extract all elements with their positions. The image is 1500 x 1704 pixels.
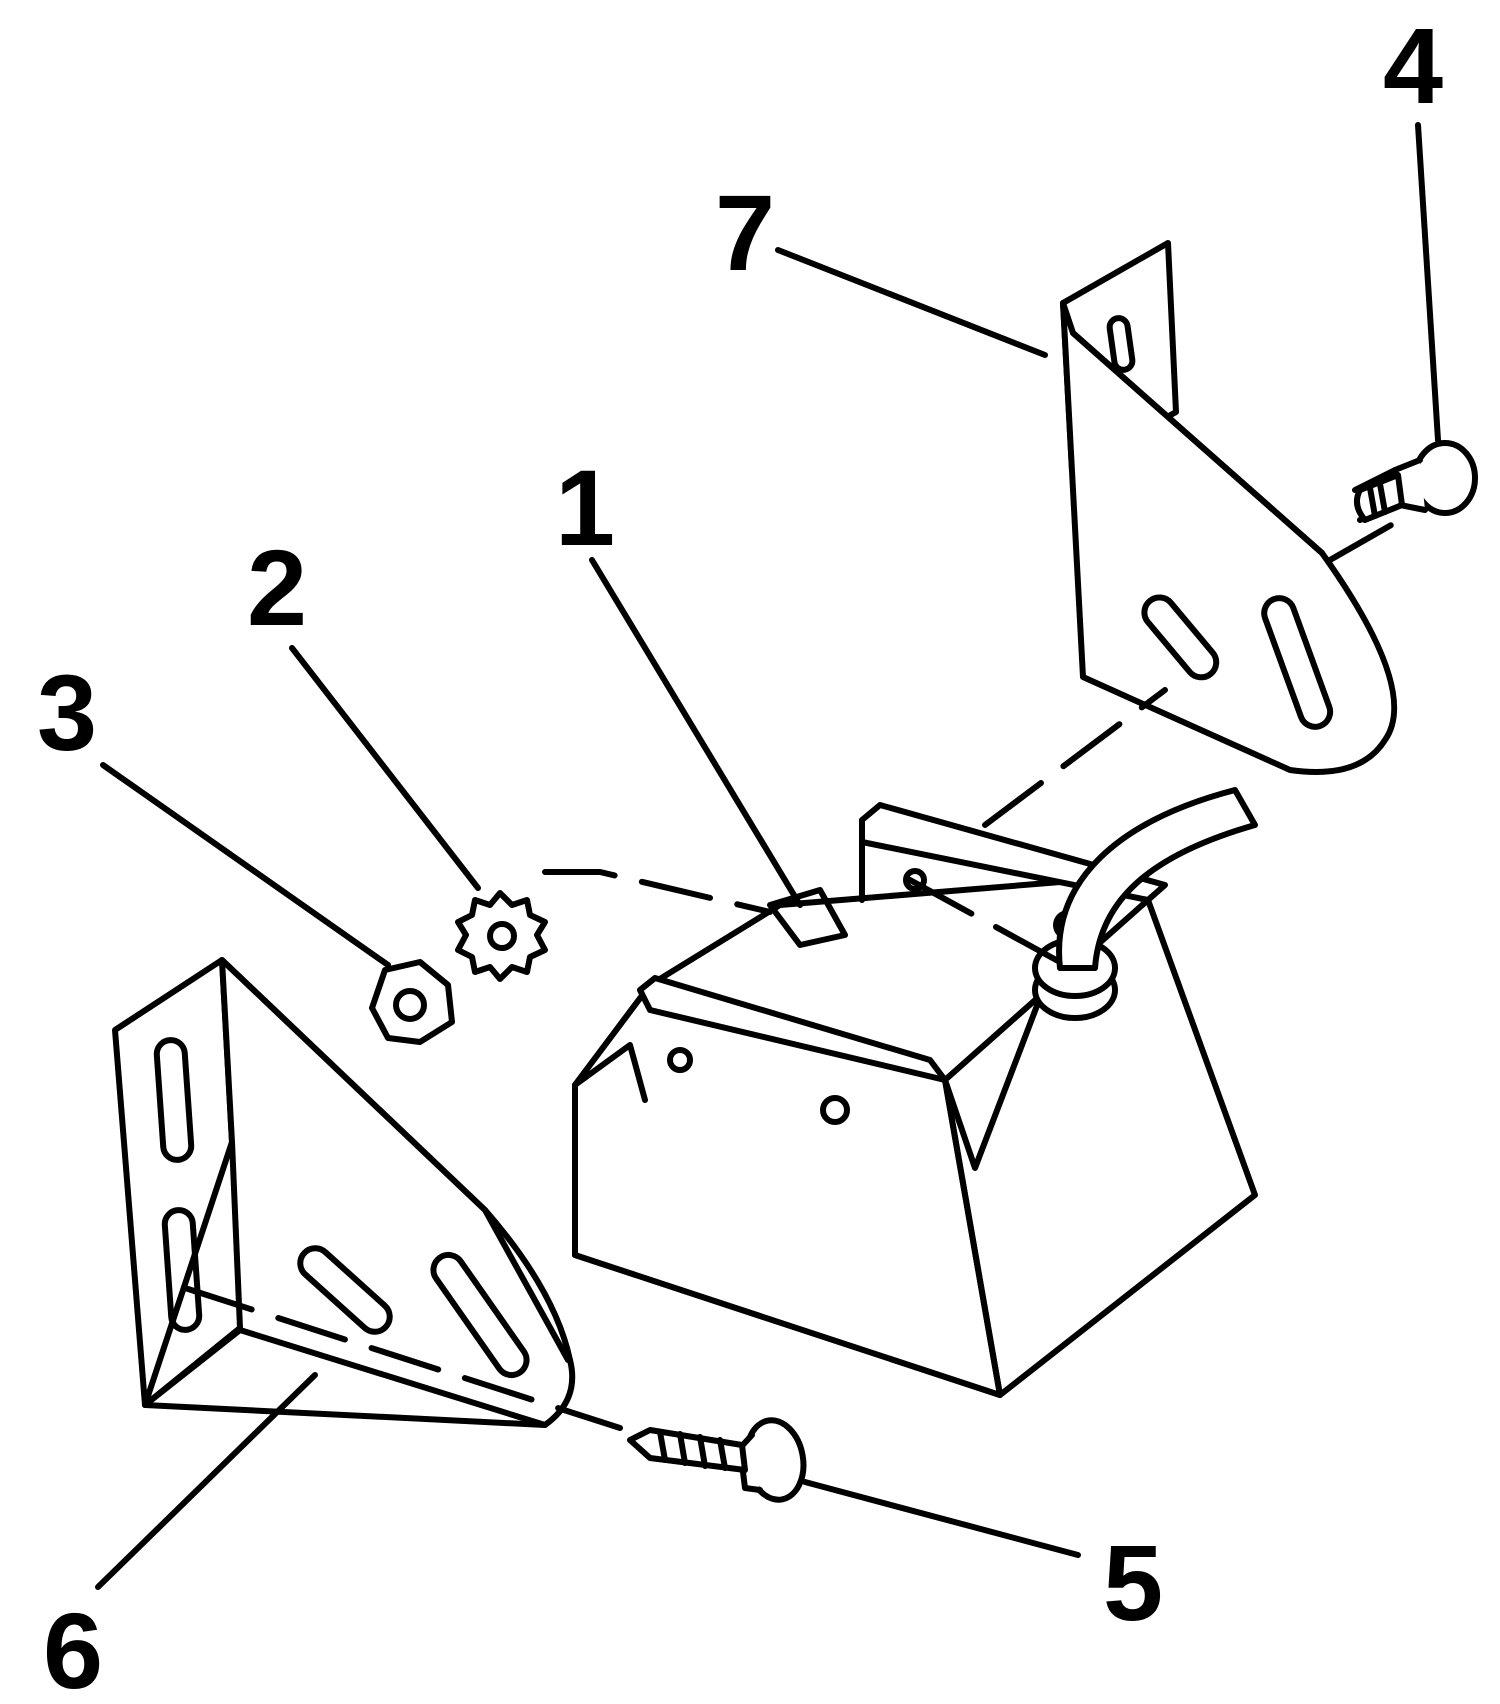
- callout-5: 5: [1103, 1522, 1163, 1643]
- hex-nut: [369, 959, 455, 1045]
- assembly-lines: [182, 517, 1403, 1431]
- callout-labels: 1 2 3 4 5 6 7: [37, 5, 1443, 1704]
- callout-1: 1: [555, 447, 615, 568]
- callout-7: 7: [715, 172, 775, 293]
- leader-lines: [95, 122, 1441, 1590]
- wood-screw: [627, 1417, 807, 1503]
- callout-2: 2: [247, 527, 307, 648]
- main-unit: [572, 787, 1258, 1398]
- callout-6: 6: [43, 1590, 103, 1704]
- bracket-right: [1060, 240, 1398, 775]
- machine-screw: [1352, 440, 1478, 523]
- callout-3: 3: [37, 652, 97, 773]
- bracket-left: [112, 957, 576, 1428]
- callout-4: 4: [1383, 5, 1443, 126]
- lock-washer: [455, 890, 548, 982]
